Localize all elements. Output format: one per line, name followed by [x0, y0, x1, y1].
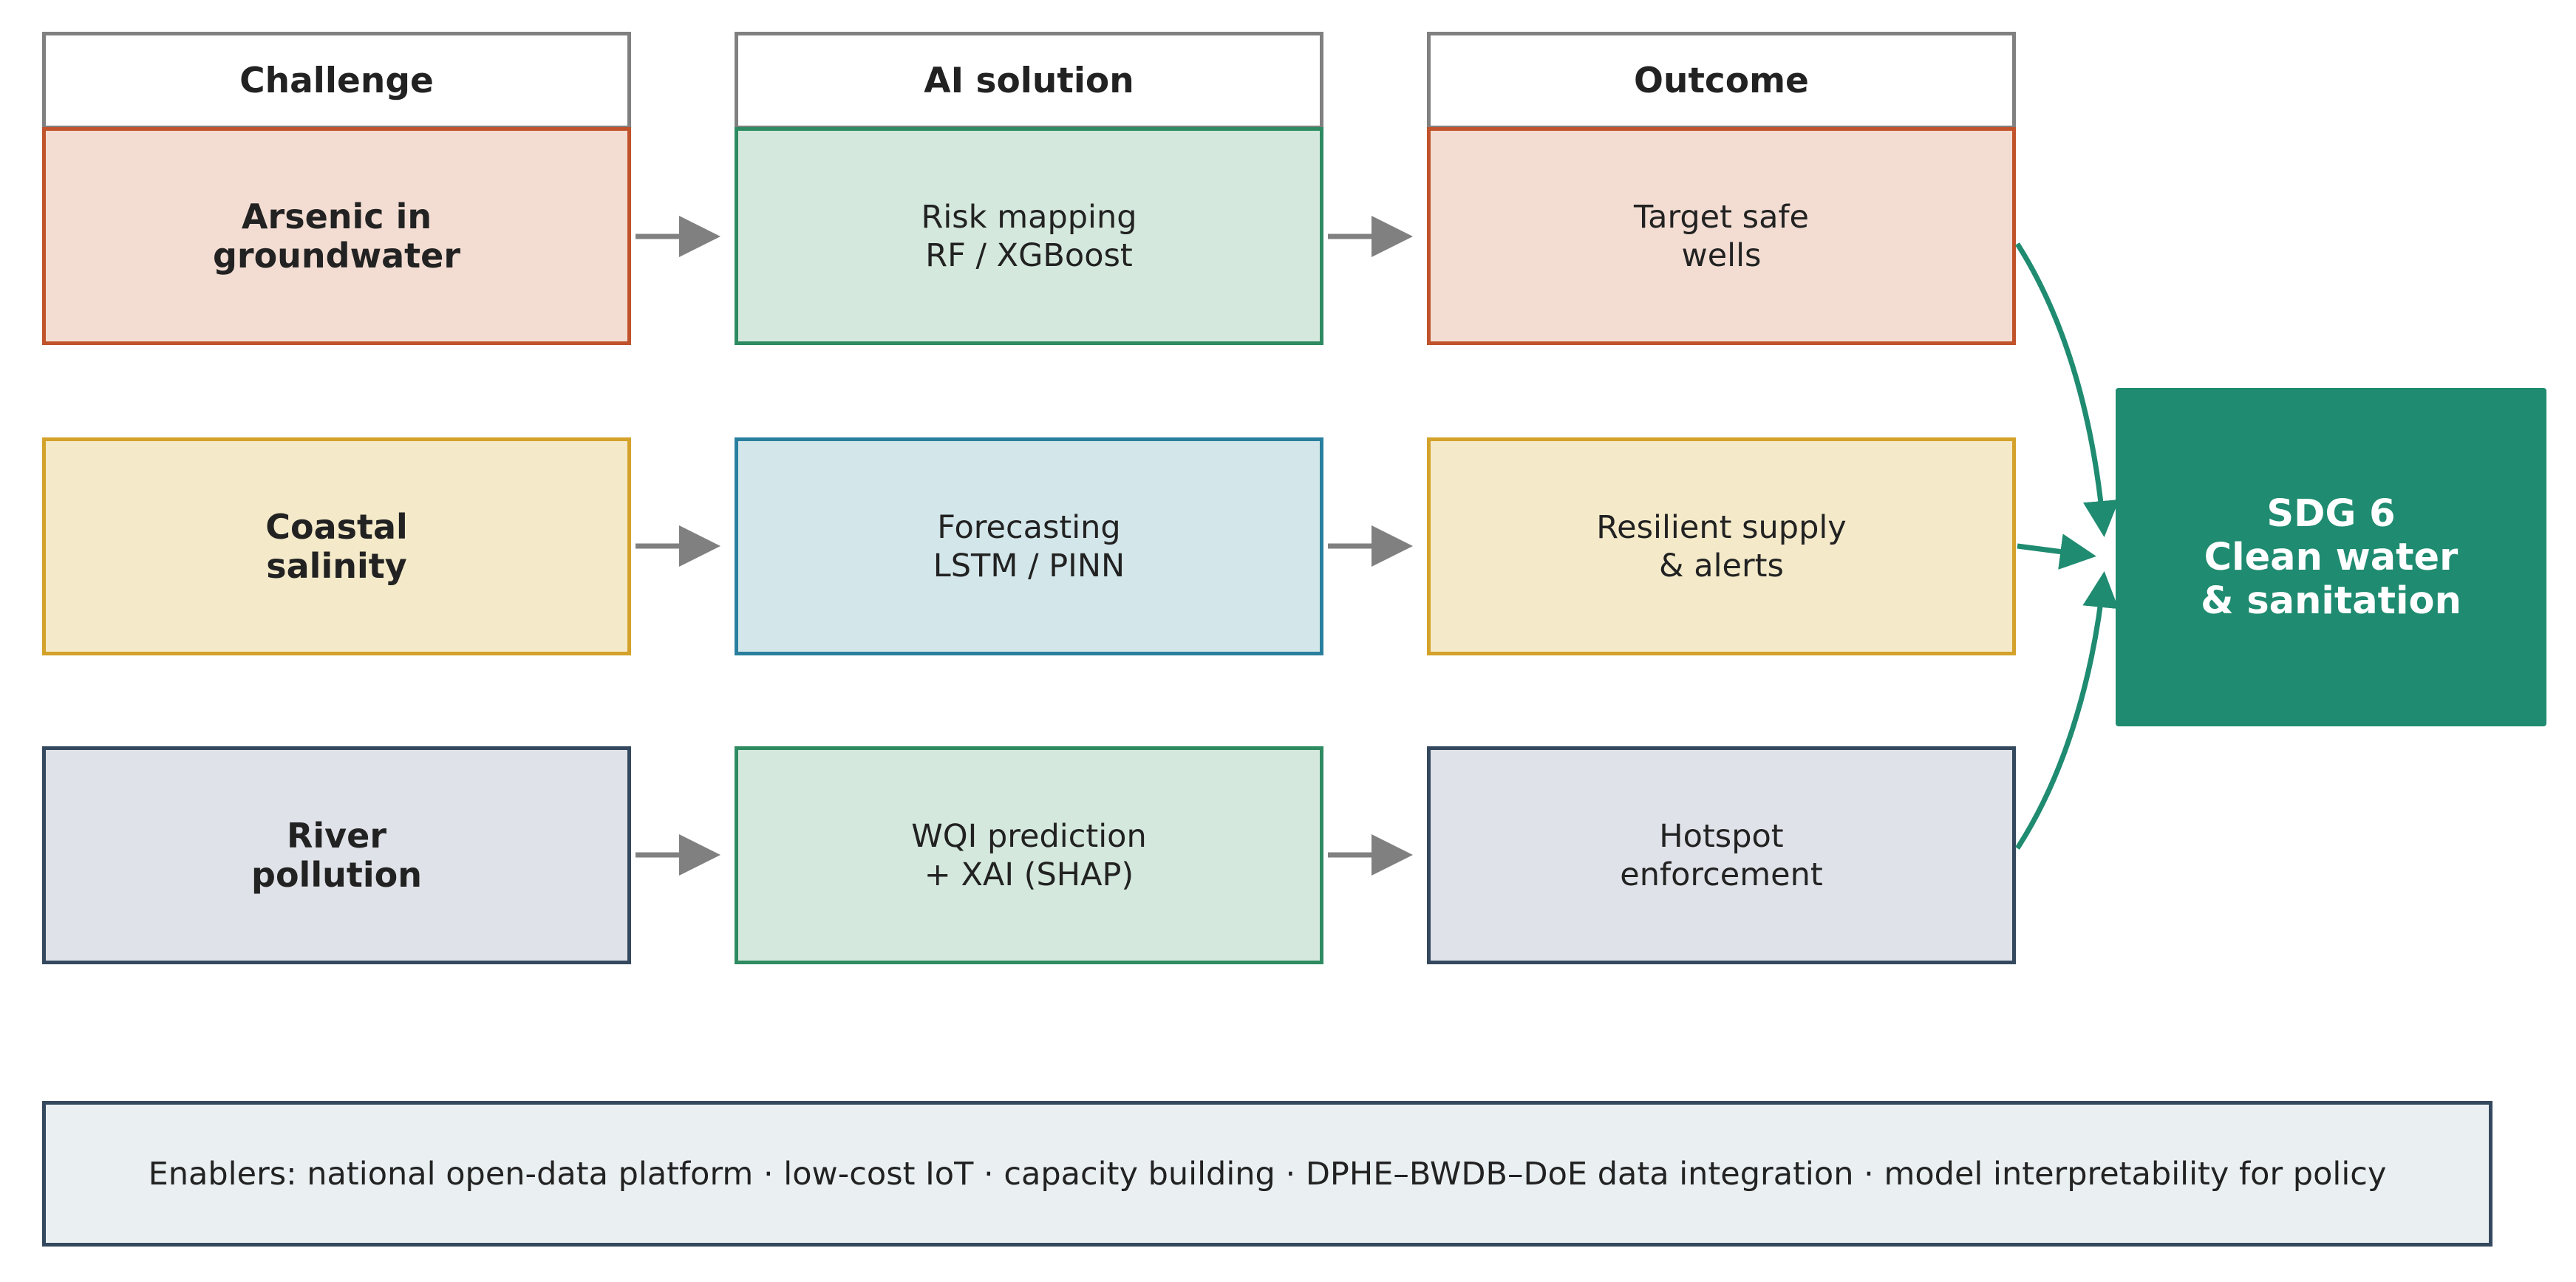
outcome-hotspot-enforcement-label: Hotspot enforcement — [1620, 817, 1823, 893]
solution-box-wqi-prediction: WQI prediction + XAI (SHAP) — [735, 746, 1323, 964]
header-challenge: Challenge — [42, 32, 631, 129]
solution-box-risk-mapping: Risk mapping RF / XGBoost — [735, 127, 1323, 345]
enablers-bar: Enablers: national open-data platform · … — [42, 1101, 2492, 1247]
solution-box-forecasting: Forecasting LSTM / PINN — [735, 437, 1323, 655]
challenge-box-arsenic: Arsenic in groundwater — [42, 127, 631, 345]
connector-outcome2-to-sdg6 — [2017, 533, 2096, 570]
outcome-resilient-supply-label: Resilient supply & alerts — [1596, 508, 1847, 584]
connector-outcome3-to-sdg6 — [2015, 571, 2119, 850]
solution-risk-mapping-label: Risk mapping RF / XGBoost — [921, 198, 1137, 274]
outcome-box-target-safe-wells: Target safe wells — [1427, 127, 2016, 345]
sdg6-label: SDG 6 Clean water & sanitation — [2201, 491, 2461, 623]
outcome-box-hotspot-enforcement: Hotspot enforcement — [1427, 746, 2016, 964]
sdg6-target-box: SDG 6 Clean water & sanitation — [2116, 388, 2546, 726]
outcome-target-safe-wells-label: Target safe wells — [1633, 198, 1810, 274]
challenge-box-river-pollution: River pollution — [42, 746, 631, 964]
challenge-coastal-salinity-label: Coastal salinity — [265, 506, 408, 586]
challenge-arsenic-label: Arsenic in groundwater — [212, 196, 461, 276]
header-outcome: Outcome — [1427, 32, 2016, 129]
header-ai-solution-label: AI solution — [924, 60, 1134, 101]
connector-outcome1-to-sdg6 — [2015, 242, 2119, 537]
solution-wqi-prediction-label: WQI prediction + XAI (SHAP) — [911, 817, 1147, 893]
solution-forecasting-label: Forecasting LSTM / PINN — [933, 508, 1125, 584]
outcome-box-resilient-supply: Resilient supply & alerts — [1427, 437, 2016, 655]
enablers-label: Enablers: national open-data platform · … — [148, 1155, 2387, 1193]
header-outcome-label: Outcome — [1634, 60, 1809, 101]
challenge-river-pollution-label: River pollution — [251, 815, 422, 895]
challenge-box-coastal-salinity: Coastal salinity — [42, 437, 631, 655]
header-challenge-label: Challenge — [239, 60, 434, 101]
